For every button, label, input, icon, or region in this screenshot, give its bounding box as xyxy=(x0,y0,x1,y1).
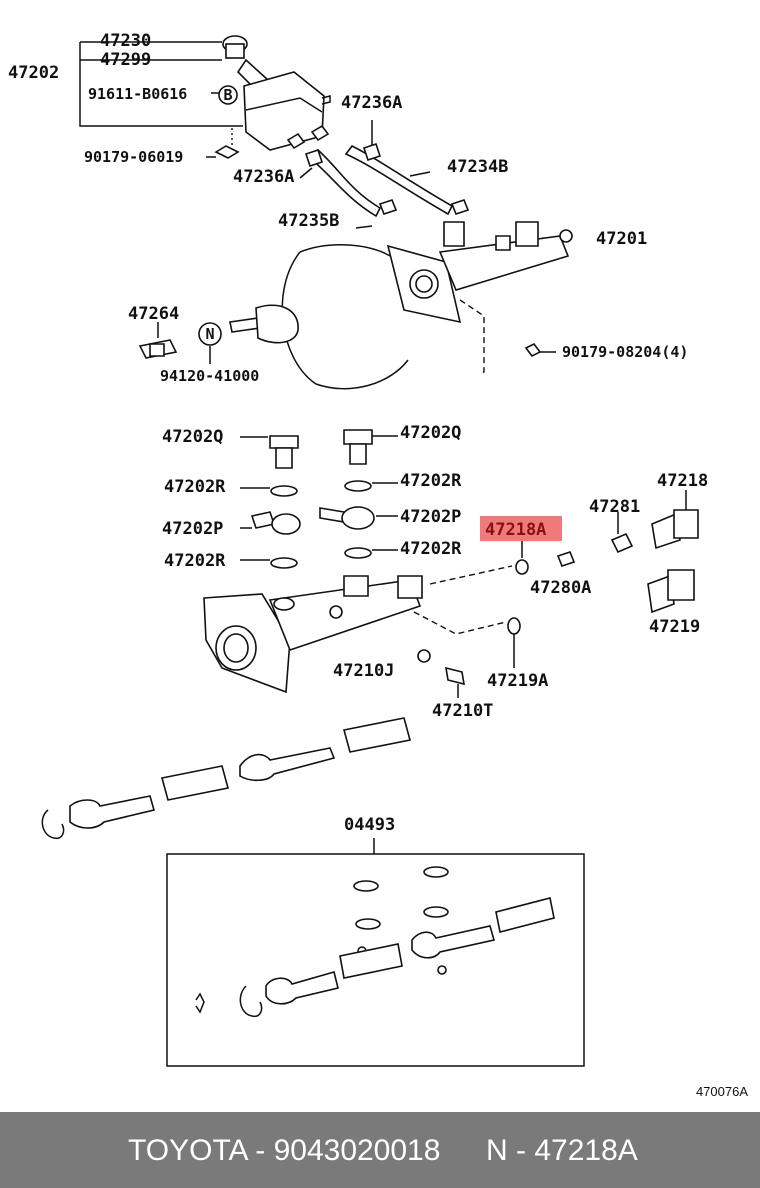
label-47218: 47218 xyxy=(657,471,708,491)
marker-b: B xyxy=(218,85,238,105)
label-47202p-right: 47202P xyxy=(400,507,461,527)
brake-booster-assembly xyxy=(229,221,573,390)
clip-group: N xyxy=(138,322,222,364)
label-47202q-left: 47202Q xyxy=(162,427,223,447)
label-47299: 47299 xyxy=(100,50,151,70)
label-47202r-3: 47202R xyxy=(164,551,226,571)
label-47219a: 47219A xyxy=(487,671,548,691)
fittings-left xyxy=(240,435,301,569)
label-47202q-right: 47202Q xyxy=(400,423,461,443)
label-91611-b0616: 91611-B0616 xyxy=(88,85,187,103)
reservoir-hoses xyxy=(299,120,470,218)
label-47219: 47219 xyxy=(649,617,700,637)
label-47210j: 47210J xyxy=(333,661,394,681)
label-04493: 04493 xyxy=(344,815,395,835)
label-90179-06019: 90179-06019 xyxy=(84,148,183,166)
parts-diagram: B N xyxy=(8,31,748,1099)
reference-code: 470076A xyxy=(696,1084,748,1099)
footer-bar: TOYOTA - 9043020018 N - 47218A xyxy=(0,1112,760,1188)
piston-parts xyxy=(41,717,411,840)
label-47218a: 47218A xyxy=(485,520,546,540)
label-94120-41000: 94120-41000 xyxy=(160,367,259,385)
footer-part-number: TOYOTA - 9043020018 xyxy=(128,1134,441,1167)
label-47210t: 47210T xyxy=(432,701,493,721)
label-47202r-4: 47202R xyxy=(400,539,462,559)
label-47202p-left: 47202P xyxy=(162,519,223,539)
valve-parts xyxy=(417,490,699,698)
label-47236a-top: 47236A xyxy=(341,93,402,113)
label-47230: 47230 xyxy=(100,31,151,51)
label-47201: 47201 xyxy=(596,229,647,249)
svg-text:N: N xyxy=(205,325,214,343)
label-47264: 47264 xyxy=(128,304,179,324)
repair-kit-box xyxy=(166,838,585,1067)
label-47236a-mid: 47236A xyxy=(233,167,294,187)
label-47280a: 47280A xyxy=(530,578,591,598)
footer-callout: N - 47218A xyxy=(486,1134,638,1167)
label-47281: 47281 xyxy=(589,497,640,517)
label-47202r-1: 47202R xyxy=(164,477,226,497)
master-cylinder-body xyxy=(203,565,513,694)
svg-text:B: B xyxy=(223,86,232,104)
label-47235b: 47235B xyxy=(278,211,339,231)
label-90179-08204: 90179-08204(4) xyxy=(562,343,688,361)
fittings-right xyxy=(319,429,398,559)
label-47202r-2: 47202R xyxy=(400,471,462,491)
highlight-box xyxy=(480,516,562,541)
label-47202: 47202 xyxy=(8,63,59,83)
label-47234b: 47234B xyxy=(447,157,508,177)
